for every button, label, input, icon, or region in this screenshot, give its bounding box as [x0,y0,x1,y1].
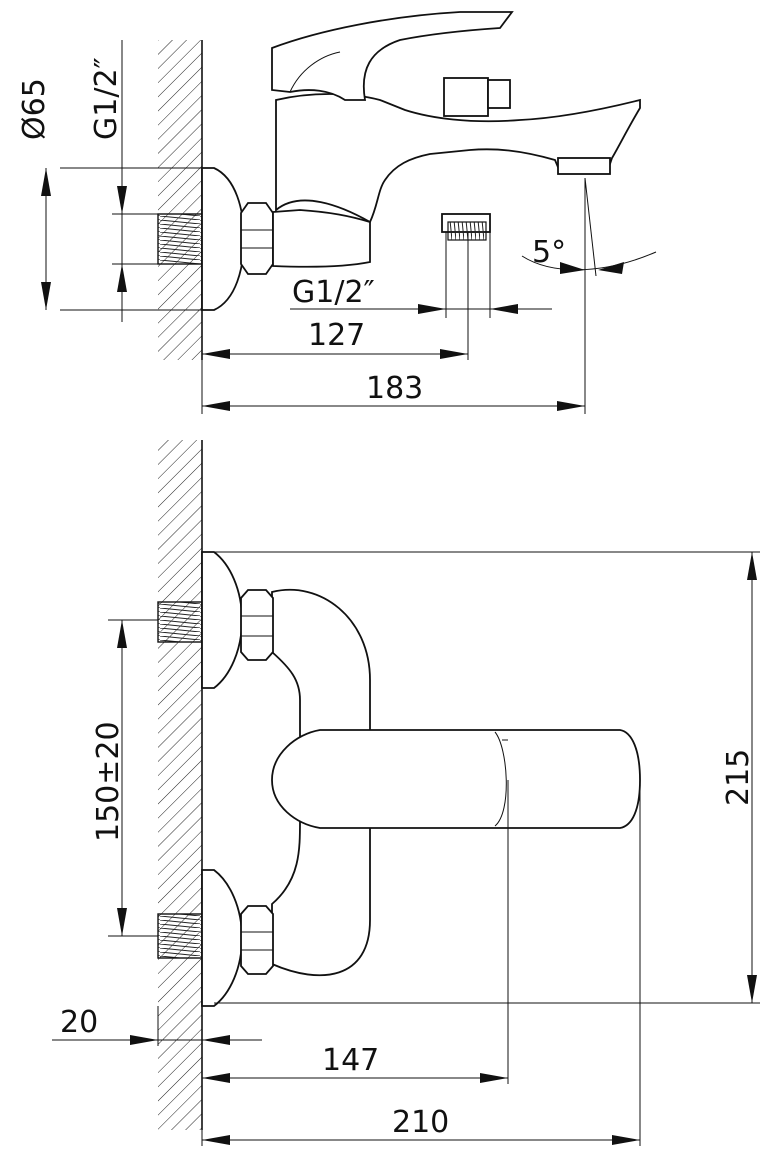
thread-wall-label: G1/2″ [89,57,124,140]
front-view: 215 150±20 20 147 210 [52,440,760,1146]
dim-183-label: 183 [366,371,423,406]
dim-147-label: 147 [322,1043,379,1078]
aerator-side [557,157,611,175]
lever-handle-side [271,11,514,101]
dim-127-label: 127 [308,318,365,353]
wall-hatch-top [158,40,202,360]
thread-outlet-label: G1/2″ [292,275,375,310]
outlet-thread-side [447,221,487,241]
diverter-knob-side [443,77,489,117]
angle-label: 5° [532,235,566,270]
upper-nut-front [240,589,274,661]
upper-flange-front [201,551,243,689]
spacing-label: 150±20 [91,721,126,842]
spout-front [271,729,641,829]
wall-thread-top [157,213,203,265]
mixer-body-side [275,93,641,224]
dim-210-label: 210 [392,1105,449,1140]
lower-nut-front [240,905,274,975]
diameter-label: Ø65 [17,78,52,140]
hex-nut-side [240,202,274,275]
lower-flange-front [201,869,243,1007]
wall-hatch-bottom [158,440,202,1130]
connector-side [272,209,371,268]
height-label: 215 [721,749,756,806]
wall-flange-side [201,167,245,311]
wall-thickness-label: 20 [60,1005,98,1040]
side-view: Ø65 G1/2″ G1/2″ 127 183 5° [17,11,657,414]
lower-thread-front [157,913,203,959]
upper-thread-front [157,601,203,643]
